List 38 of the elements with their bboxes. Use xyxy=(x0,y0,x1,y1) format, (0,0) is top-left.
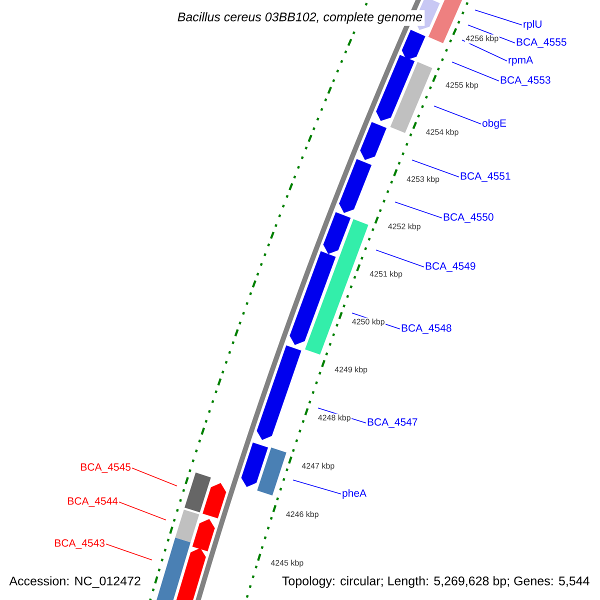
tick-label: 4254 kbp xyxy=(425,128,460,138)
tick-label: 4248 kbp xyxy=(317,414,352,423)
tick-label: 4256 kbp xyxy=(464,34,500,44)
gene-label: BCA_4549 xyxy=(426,262,476,272)
gene-label: rpmA xyxy=(508,56,534,66)
gene-label: BCA_4543 xyxy=(55,539,105,549)
tick-label: 4247 kbp xyxy=(300,462,336,472)
leader-line xyxy=(376,250,424,268)
leader-line xyxy=(434,106,482,124)
leader-line xyxy=(462,40,508,62)
gene-label: BCA_4553 xyxy=(500,76,550,86)
leader-line xyxy=(452,62,500,82)
leader-line xyxy=(118,502,166,520)
gene-label: rplU xyxy=(524,20,542,30)
gene-label: obgE xyxy=(482,119,506,129)
leader-line xyxy=(468,24,516,44)
leader-line xyxy=(412,160,460,178)
gene-label: BCA_4551 xyxy=(460,172,510,182)
tick-label: 4255 kbp xyxy=(444,81,480,90)
leader-line xyxy=(132,468,178,486)
gene-label: BCA_4544 xyxy=(68,497,118,507)
tick-label: 4245 kbp xyxy=(270,558,304,568)
title: Bacillus cereus 03BB102, complete genome xyxy=(175,10,425,26)
gene-label: BCA_4555 xyxy=(516,38,566,48)
tick-label: 4252 kbp xyxy=(387,222,422,232)
tick-label: 4249 kbp xyxy=(334,366,368,375)
leader-line xyxy=(474,10,522,26)
gene-label: BCA_4550 xyxy=(444,213,494,223)
leader-line xyxy=(292,480,342,494)
gene-label: BCA_4545 xyxy=(81,463,131,473)
tick-label: 4246 kbp xyxy=(285,510,320,520)
genome-info-text: Topology: circular; Length: 5,269,628 bp; Genes: 5,544 xyxy=(280,575,591,589)
tick-label: 4250 kbp xyxy=(351,318,386,327)
tick-label: 4253 kbp xyxy=(406,175,440,184)
tick-label: 4251 kbp xyxy=(368,270,404,280)
leader-line xyxy=(106,544,152,560)
leader-line xyxy=(394,202,442,218)
accession-text: Accession: NC_012472 xyxy=(8,575,142,589)
